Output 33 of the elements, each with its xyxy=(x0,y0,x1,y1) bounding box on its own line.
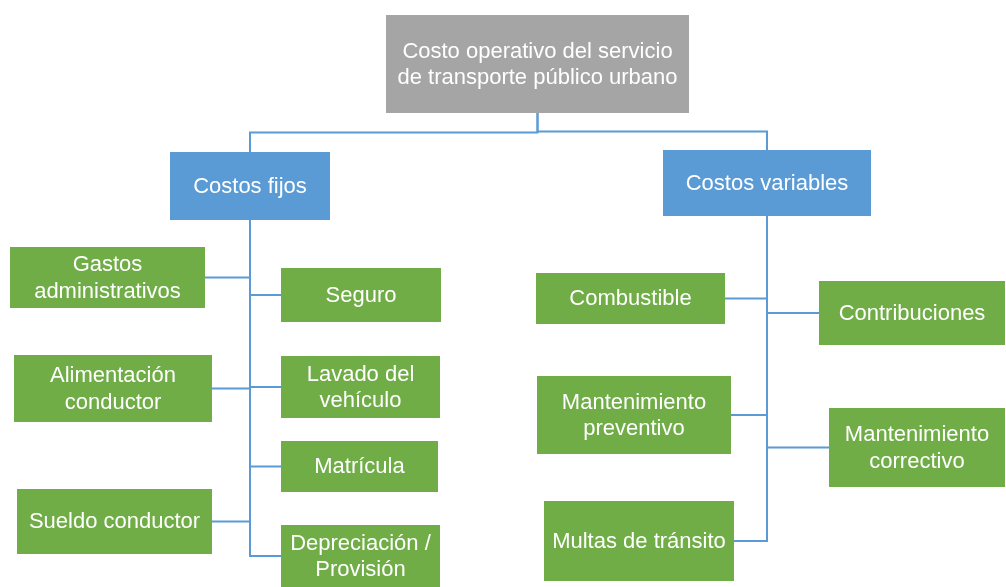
item-box xyxy=(17,489,212,554)
item-box xyxy=(537,376,731,454)
root-box xyxy=(386,15,689,113)
node-label: Seguro xyxy=(325,281,397,309)
node-label: Gastos administrativos xyxy=(33,251,182,304)
item-box xyxy=(544,501,734,581)
node-label: Costo operativo del servicio de transporte público urbano xyxy=(396,37,679,91)
node-label: Mantenimiento preventivo xyxy=(560,388,708,442)
category-box xyxy=(663,150,871,216)
node-label: Matrícula xyxy=(314,453,405,480)
item-box xyxy=(819,281,1005,345)
connector-line xyxy=(733,215,768,542)
node-label: Costos fijos xyxy=(193,172,307,200)
item-box xyxy=(10,247,205,308)
item-box xyxy=(281,525,440,587)
node-label: Alimentación conductor xyxy=(49,362,177,415)
node-label: Multas de tránsito xyxy=(552,527,726,555)
connector-line xyxy=(536,112,768,151)
item-box xyxy=(281,441,438,492)
item-box xyxy=(829,408,1005,487)
item-box xyxy=(281,356,440,418)
node-label: Sueldo conductor xyxy=(28,508,201,535)
connector-line xyxy=(249,219,282,557)
node-label: Contribuciones xyxy=(838,299,986,327)
item-box xyxy=(14,355,212,422)
node-label: Lavado del vehículo xyxy=(305,360,416,414)
node-label: Costos variables xyxy=(685,169,849,197)
item-box xyxy=(536,273,725,324)
category-box xyxy=(170,152,330,220)
node-label: Mantenimiento correctivo xyxy=(843,421,991,474)
node-label: Depreciación / Provisión xyxy=(289,529,432,583)
node-label: Combustible xyxy=(569,285,692,312)
item-box xyxy=(281,268,441,322)
